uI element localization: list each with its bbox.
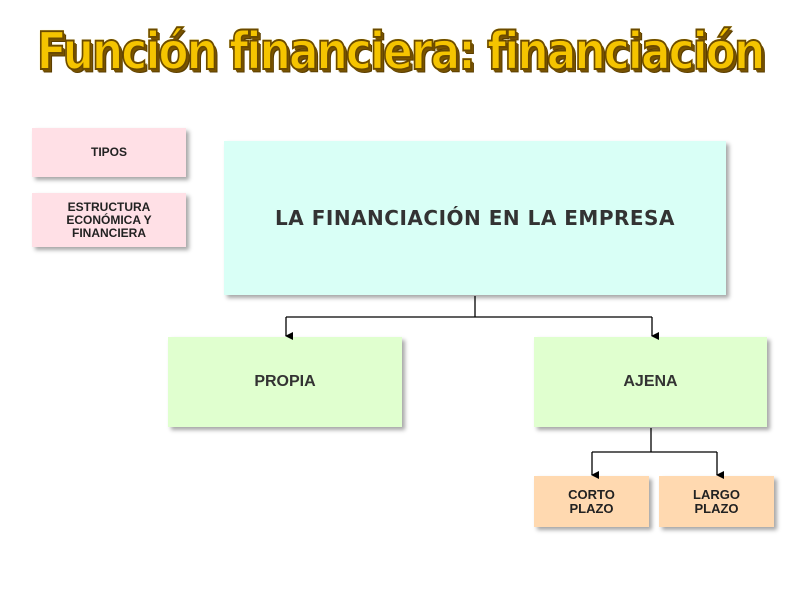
estructura-label: ESTRUCTURA ECONÓMICA Y FINANCIERA xyxy=(66,199,152,240)
propia-node-label: PROPIA xyxy=(254,373,316,390)
corto-plazo-label: CORTO PLAZO xyxy=(568,486,615,516)
root-node: LA FINANCIACIÓN EN LA EMPRESA xyxy=(224,141,726,295)
corto-plazo-node: CORTO PLAZO xyxy=(534,476,649,527)
largo-plazo-node: LARGO PLAZO xyxy=(659,476,774,527)
root-node-label: LA FINANCIACIÓN EN LA EMPRESA xyxy=(275,206,675,230)
tipos-label: TIPOS xyxy=(90,145,127,159)
ajena-node-label: AJENA xyxy=(623,373,678,390)
estructura-button[interactable]: ESTRUCTURA ECONÓMICA Y FINANCIERA xyxy=(32,193,186,247)
largo-plazo-label: LARGO PLAZO xyxy=(693,486,740,516)
propia-node: PROPIA xyxy=(168,337,402,427)
page-title: Función financiera: financiación xyxy=(0,21,800,83)
tipos-button[interactable]: TIPOS xyxy=(32,128,186,177)
ajena-node: AJENA xyxy=(534,337,767,427)
